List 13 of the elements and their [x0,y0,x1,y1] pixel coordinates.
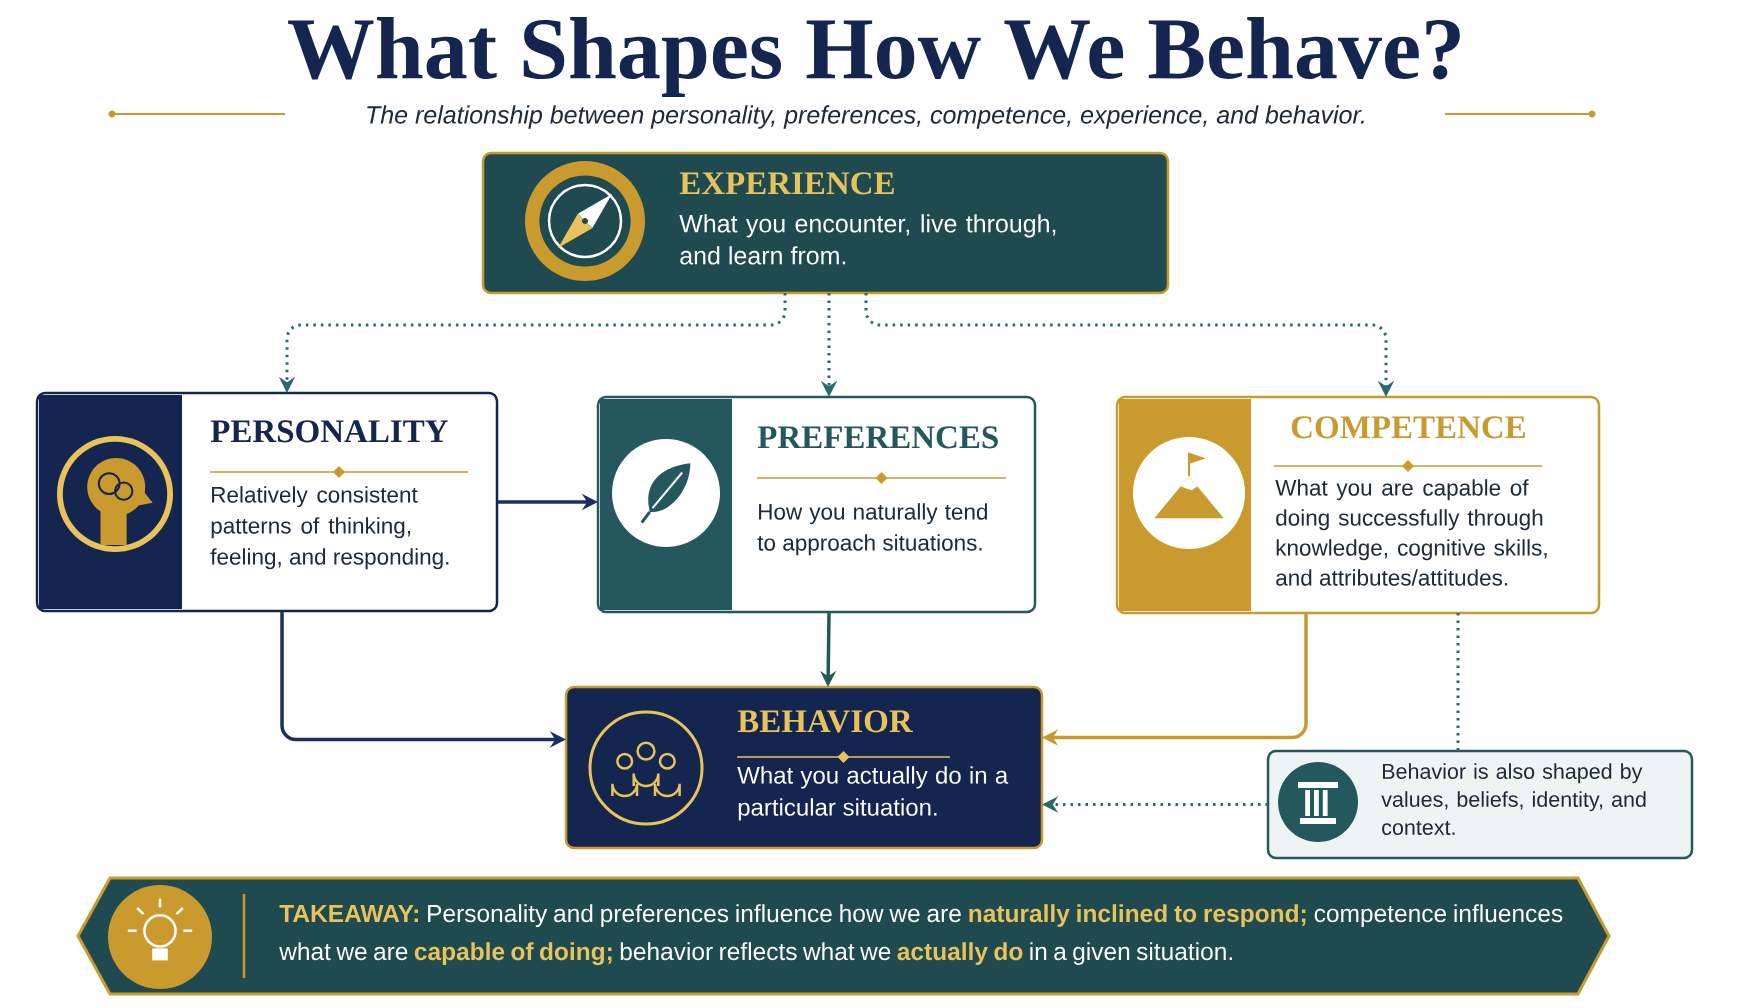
heading: EXPERIENCE [679,172,894,195]
description: Behavior is also shaped by values, beliefs, identity, and context. [1381,763,1646,835]
heading: COMPETENCE [1291,416,1525,439]
description: What you actually do in a particular situation. [737,766,1009,821]
title: What Shapes How We Behave? [288,17,1460,97]
heading: PREFERENCES [757,426,998,449]
heading: BEHAVIOR [737,710,913,733]
description: What you encounter, live through, and learn from. [679,214,1056,265]
subtitle: The relationship between personality, preferences, competence, experience, and behavior. [367,105,1364,129]
heading: PERSONALITY [210,420,448,443]
description: How you naturally tend to approach situations. [757,503,987,556]
description: Relatively consistent patterns of thinking, feeling, and responding. [210,486,449,570]
description: What you are capable of doing successfully through knowledge, cognitive skills, and attributes/attitudes. [1275,479,1547,586]
